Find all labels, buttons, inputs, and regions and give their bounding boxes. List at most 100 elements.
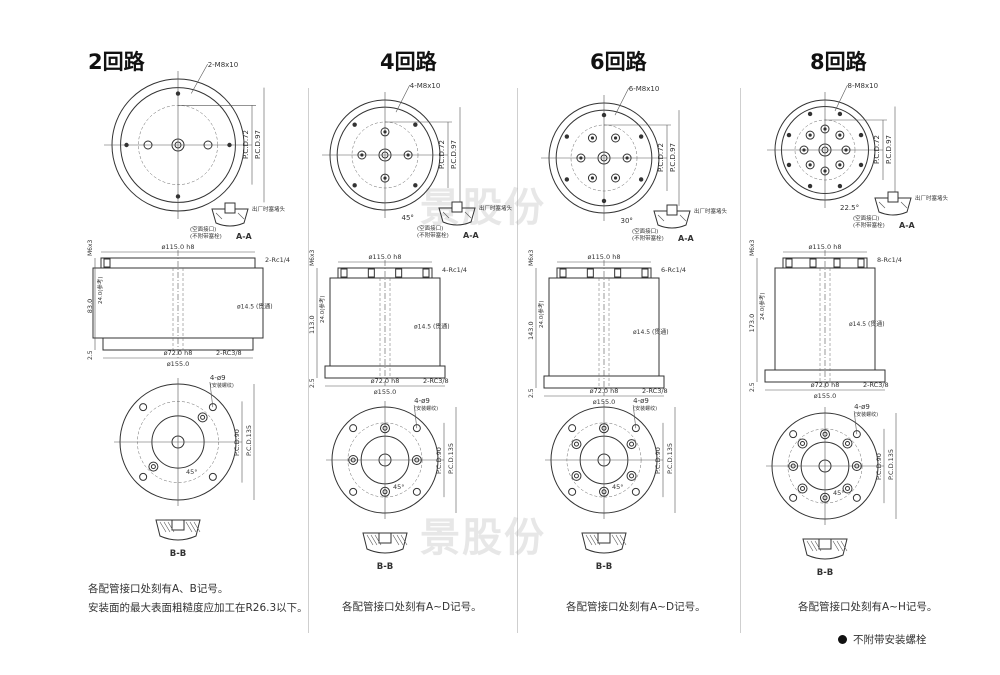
col2-hole-leader xyxy=(413,404,418,429)
title-8-circuit: 8回路 xyxy=(810,50,867,74)
col3-side-port xyxy=(586,268,594,278)
col4-base-h-label: 2.5 xyxy=(749,382,756,392)
col2-thread-label: 4-Rc1/4 xyxy=(442,266,467,274)
col2-section-aa-plug xyxy=(451,201,463,213)
col4-hatch xyxy=(840,540,848,552)
col1-top-port xyxy=(203,140,213,150)
bullet-dot-icon xyxy=(838,635,847,644)
col4-hatch xyxy=(806,540,814,552)
col1-top-dim-label: ø115.0 h8 xyxy=(162,243,195,251)
col3-bottom-port-inner xyxy=(601,489,607,495)
col2-top-dim-label: ø115.0 h8 xyxy=(369,253,402,261)
col4-bottom-port-inner xyxy=(790,463,796,469)
col4-top-port-center xyxy=(823,127,827,131)
col3-hatch xyxy=(589,534,597,546)
col3-top-bolt-hole xyxy=(638,134,644,139)
col1-bottom-port-inner xyxy=(150,464,156,470)
col3-top-bolt-hole xyxy=(564,177,570,182)
col1-aa-plug-label: (不附带塞栓) xyxy=(190,232,222,240)
col4-bottom-port xyxy=(820,492,830,503)
col2-top-bolt-hole xyxy=(413,183,418,188)
col3-hole-sub-label: (安装螺纹) xyxy=(633,405,657,412)
col3-bottom-port xyxy=(626,470,637,481)
col3-top-bolt-hole xyxy=(564,134,570,139)
col3-hatch xyxy=(593,534,601,546)
col3-side-port xyxy=(614,268,622,278)
col2-top-port xyxy=(380,127,390,137)
col3-bottom-mount-hole xyxy=(568,424,577,433)
notes-2-circuit: 各配管接口处刻有A、B记号。 安装面的最大表面粗糙度应加工在R26.3以下。 xyxy=(88,580,308,618)
col4-top-bolt-hole xyxy=(858,132,864,138)
col2-angle-label: 45° xyxy=(402,214,414,222)
col3-pcd-outer-label: P.C.D.97 xyxy=(669,143,677,172)
col3-top-port xyxy=(587,133,597,143)
col3-top-port-center xyxy=(625,156,629,160)
col2-bottom-pcd-outer-label: P.C.D.135 xyxy=(447,443,455,474)
watermark-logo-bottom: 景股份 xyxy=(420,515,546,561)
col4-bottom-port xyxy=(797,438,808,449)
col3-top-port xyxy=(576,153,586,163)
col3-bolt-label: 6-M8x10 xyxy=(629,85,660,93)
col4-bolt-m-label: M6x3 xyxy=(749,239,756,256)
col4-bore-label: ø14.5 (贯通) xyxy=(849,320,885,328)
col4-top-bolt-hole xyxy=(858,162,864,168)
col3-top-port-center xyxy=(613,176,618,180)
col3-base-h-label: 2.5 xyxy=(528,388,535,398)
col2-hole-label: 4-ø9 xyxy=(414,397,430,405)
col1-hatch xyxy=(193,521,201,533)
col4-top-port xyxy=(805,130,815,140)
col2-bottom-port-inner xyxy=(382,489,388,495)
col1-height-a-label: 24.0(参考) xyxy=(96,276,104,304)
col1-overall-dia-label: ø155.0 xyxy=(167,360,190,368)
col4-side-port xyxy=(833,258,841,268)
col3-base-dim-label: ø72.0 h8 xyxy=(590,387,619,395)
col3-bottom-port xyxy=(626,439,637,450)
col4-top-port xyxy=(805,160,815,170)
column-divider-1 xyxy=(308,88,309,633)
col2-thread-b-label: 2-RC3/8 xyxy=(423,377,449,385)
col2-base-dim-label: ø72.0 h8 xyxy=(371,377,400,385)
col4-top-port xyxy=(841,145,851,155)
title-4-circuit: 4回路 xyxy=(380,50,437,74)
col1-thread-b-label: 2-RC3/8 xyxy=(216,349,242,357)
notes-6-circuit: 各配管接口处刻有A~D记号。 xyxy=(566,598,706,617)
col3-bb-label: B-B xyxy=(596,562,613,572)
col4-top-bolt-hole xyxy=(837,111,843,117)
col1-bottom-port-inner xyxy=(200,414,206,420)
col3-aa-label: A-A xyxy=(678,234,695,243)
legend: 不附带安装螺栓 xyxy=(838,632,927,647)
col4-bolt-leader xyxy=(834,84,848,112)
col4-bottom-port-inner xyxy=(800,441,806,447)
col3-height-label: 143.0 xyxy=(527,321,535,340)
col1-top-bolt-hole xyxy=(124,142,129,148)
col1-hole-sub-label: (安装螺纹) xyxy=(210,382,234,389)
col3-side-port xyxy=(559,268,567,278)
col2-section-aa-shape xyxy=(438,207,476,226)
col3-top-port-center xyxy=(579,156,583,160)
col3-bottom-mount-hole xyxy=(568,487,577,496)
col1-section-bb-shape xyxy=(155,519,201,541)
col4-aa-port-label: 出厂时塞堵头 xyxy=(915,194,949,202)
col4-section-bb-bore xyxy=(818,538,832,550)
col2-side-port xyxy=(395,268,403,278)
col3-top-bolt-hole xyxy=(638,177,644,182)
col3-bottom-mount-hole xyxy=(631,424,640,433)
column-divider-3 xyxy=(740,88,741,633)
col4-top-port xyxy=(835,160,845,170)
col2-top-bolt-hole xyxy=(352,183,357,188)
legend-text: 不附带安装螺栓 xyxy=(853,634,927,646)
col4-aa-plug-label2: (空面接口) xyxy=(853,214,879,222)
col3-side-port xyxy=(641,268,649,278)
col1-section-aa-plug xyxy=(224,202,236,214)
col1-bottom-pcd-inner-label: P.C.D.90 xyxy=(233,429,241,456)
col2-bottom-mount-hole xyxy=(349,487,358,496)
col2-bolt-m-label: M6x3 xyxy=(309,249,316,266)
col2-aa-label: A-A xyxy=(463,231,480,240)
note-line: 各配管接口处刻有A~D记号。 xyxy=(342,601,482,613)
col2-aa-plug-label2: (空面接口) xyxy=(417,224,443,232)
col1-hatch xyxy=(189,521,197,533)
col4-height-label: 173.0 xyxy=(748,314,756,333)
col4-hatch xyxy=(878,201,886,209)
col3-top-port xyxy=(611,133,621,143)
col2-top-port-center xyxy=(383,130,387,134)
